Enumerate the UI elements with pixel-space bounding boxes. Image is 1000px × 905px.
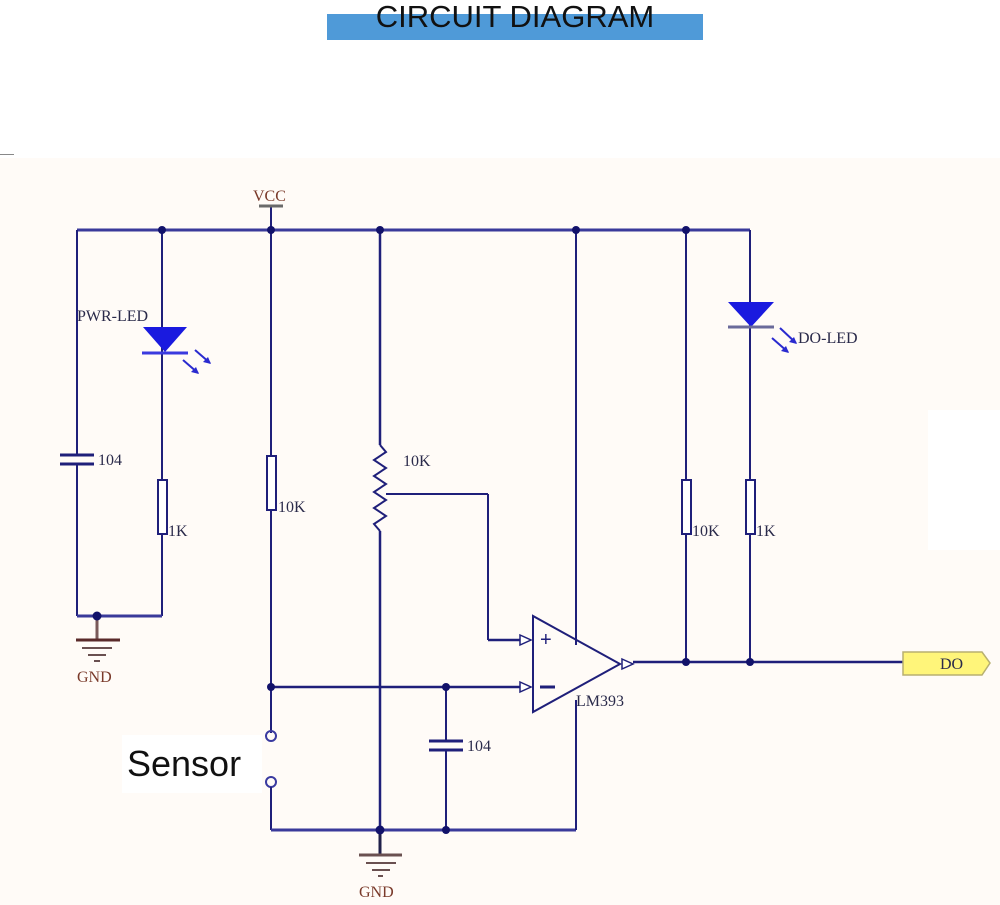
output-arrow [621,657,635,671]
label-comparator: LM393 [576,693,624,710]
label-output: DO [940,656,963,673]
divider [0,154,14,155]
junction-dot [442,826,450,834]
junction-dot [376,226,384,234]
input-arrow-minus [519,680,533,694]
junction-dot [682,226,690,234]
resistor-pullup [681,479,692,535]
junction-dot [572,226,580,234]
label-pwr-led: PWR-LED [77,308,148,325]
potentiometer [372,444,388,532]
label-sensor: Sensor [127,743,242,784]
resistor-pwr [157,479,168,535]
label-gnd-bottom: GND [359,884,394,901]
sensor-contact-bottom [265,776,277,788]
label-res-pullup: 10K [692,523,720,540]
output-label-box [902,651,991,676]
do-led-icon [728,302,797,353]
sensor-contact-top [265,730,277,742]
pwr-led-icon [142,327,211,374]
title-highlight-bar [327,14,703,40]
plus-sign: + [540,629,552,651]
label-res-pwr: 1K [168,523,188,540]
label-res-div: 10K [278,499,306,516]
blank-patch [928,410,1000,550]
label-do-led: DO-LED [798,330,858,347]
comparator-lm393 [532,614,623,714]
label-vcc: VCC [253,188,286,205]
label-gnd-left: GND [77,669,112,686]
label-res-doled: 1K [756,523,776,540]
junction-dot [375,825,385,835]
junction-dot [682,658,690,666]
junction-dot [442,683,450,691]
junction-dot [267,683,275,691]
junction-dot [92,611,102,621]
label-cap-left: 104 [98,452,122,469]
junction-dot [267,226,275,234]
input-arrow-plus [519,633,533,647]
junction-dot [158,226,166,234]
page-title: CIRCUIT DIAGRAM [375,0,655,34]
sensor-label-background [122,735,262,793]
label-pot: 10K [403,453,431,470]
resistor-div [266,455,277,511]
resistor-doled [745,479,756,535]
label-cap-sensor: 104 [467,738,491,755]
junction-dot [746,658,754,666]
